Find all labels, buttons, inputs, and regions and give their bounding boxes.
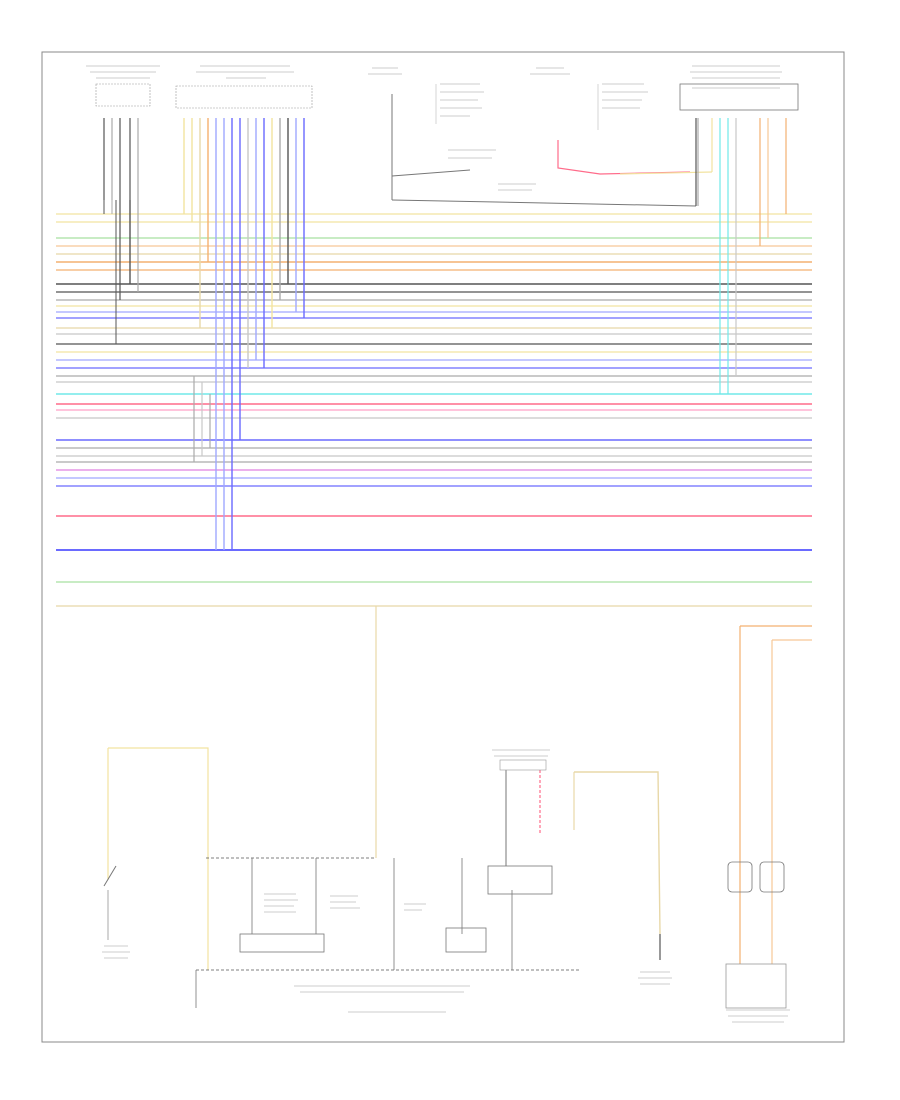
ground-point [573, 771, 672, 985]
engine-control-module [195, 857, 580, 1013]
compressor-component [725, 625, 812, 1023]
top-center-left-connector [175, 65, 313, 109]
top-right-fuse-block [530, 67, 713, 175]
wire-harness [56, 118, 812, 858]
top-left-connector [86, 65, 160, 107]
top-center-fuse-block [368, 67, 697, 207]
relay-component [487, 749, 553, 895]
switch-component [102, 747, 209, 970]
top-right-connector [679, 65, 799, 111]
diagram-frame [41, 51, 845, 1043]
